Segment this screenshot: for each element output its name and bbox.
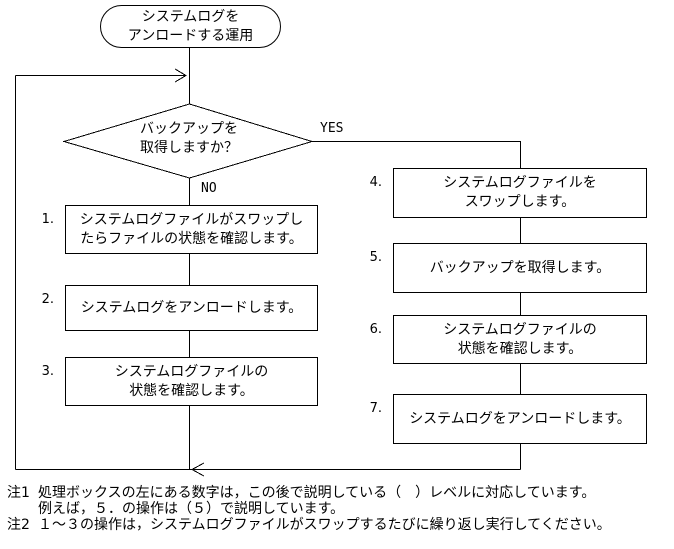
process-box-4-line2: スワップします。 (464, 194, 576, 210)
step-number-6: 6. (369, 322, 382, 337)
terminal-text-line1: システムログを (141, 8, 240, 25)
process-box-7-line1: システムログをアンロードします。 (409, 410, 631, 427)
process-box-2-line1: システムログをアンロードします。 (80, 299, 303, 316)
decision-text-line1: バックアップを (140, 121, 238, 137)
step-number-1: 1. (41, 212, 54, 227)
process-box-3: システムログファイルの 状態を確認します。 (65, 357, 318, 406)
process-box-6-line2: 状態を確認します。 (457, 340, 583, 357)
process-box-5-line1: バックアップを取得します。 (429, 259, 611, 276)
note-1-line2: 例えば，５．の操作は（５）で説明しています。 (38, 501, 345, 517)
process-box-3-line1: システムログファイルの (114, 363, 269, 380)
process-box-4: システムログファイルを スワップします。 (393, 168, 647, 218)
note-1-label: 注1 (7, 485, 30, 501)
note-1-line1: 処理ボックスの左にある数字は，この後で説明している（ ）レベルに対応しています。 (38, 485, 596, 501)
process-box-1-line1: システムログファイルがスワップし (79, 211, 304, 228)
step-number-7: 7. (369, 401, 382, 416)
process-box-7: システムログをアンロードします。 (393, 394, 647, 444)
step-number-5: 5. (369, 250, 382, 265)
step-number-2: 2. (41, 292, 54, 307)
process-box-2: システムログをアンロードします。 (65, 285, 318, 331)
yes-branch-label: YES (320, 121, 344, 136)
decision-text-line2: 取得しますか？ (140, 140, 238, 156)
terminal-text-line2: アンロードする運用 (127, 27, 254, 44)
step-number-3: 3. (41, 364, 54, 379)
step-number-4: 4. (369, 175, 382, 190)
process-box-1-line2: たらファイルの状態を確認します。 (80, 230, 303, 247)
process-box-4-line1: システムログファイルを (443, 175, 597, 191)
process-box-6: システムログファイルの 状態を確認します。 (393, 315, 647, 364)
process-box-3-line2: 状態を確認します。 (129, 382, 254, 399)
process-box-1: システムログファイルがスワップし たらファイルの状態を確認します。 (65, 205, 318, 254)
no-branch-label: NO (201, 181, 217, 196)
process-box-5: バックアップを取得します。 (393, 243, 647, 293)
start-terminal: システムログを アンロードする運用 (100, 5, 281, 48)
decision-text: バックアップを 取得しますか？ (64, 120, 314, 158)
note-2-line1: １～３の操作は，システムログファイルがスワップするたびに繰り返し実行してください… (38, 517, 611, 533)
note-2-label: 注2 (7, 517, 30, 533)
process-box-6-line1: システムログファイルの (443, 321, 597, 338)
